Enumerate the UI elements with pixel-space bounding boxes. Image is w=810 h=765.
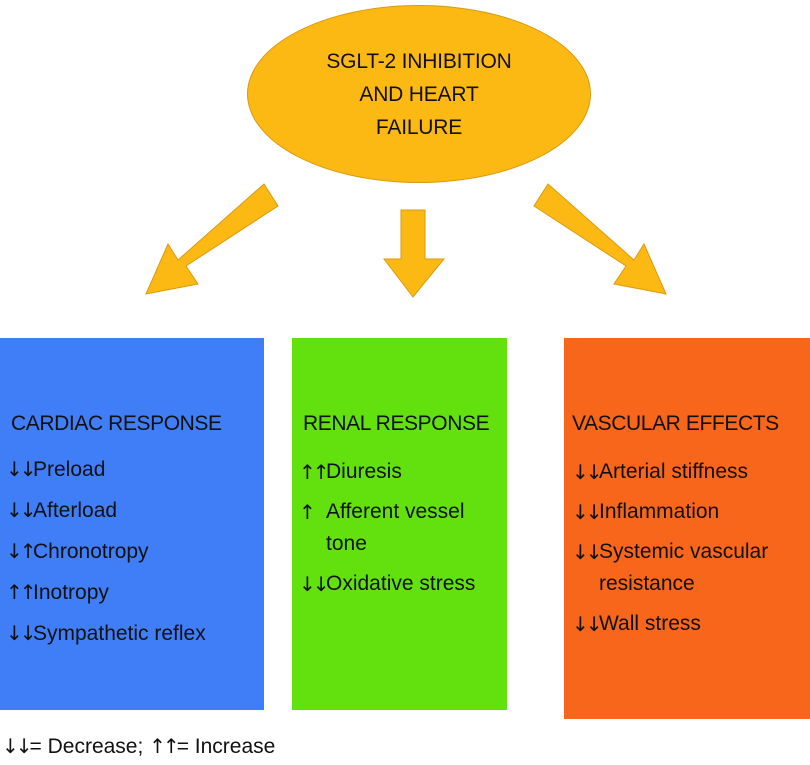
effect-symbol: ↓↓ <box>299 572 330 596</box>
effect-text: Oxidative stress <box>326 572 476 595</box>
effect-text: Sympathetic reflex <box>33 622 206 645</box>
effect-text: Inotropy <box>33 581 109 604</box>
effect-symbol: ↓↑ <box>6 539 37 563</box>
effect-symbol: ↓↓ <box>572 540 603 564</box>
effect-symbol: ↓↓ <box>572 612 603 636</box>
effect-symbol: ↑↑ <box>6 580 37 604</box>
decrease-label: = Decrease; <box>29 735 144 758</box>
effect-symbol: ↓↓ <box>572 460 603 484</box>
renal-response-title: RENAL RESPONSE <box>303 412 490 435</box>
list-item: ↓↓ Inflammation <box>572 496 808 528</box>
list-item: ↓↓ Oxidative stress <box>299 568 504 600</box>
vascular-effects-box: VASCULAR EFFECTS ↓↓ Arterial stiffness ↓… <box>564 338 810 719</box>
effect-text: Wall stress <box>599 612 701 635</box>
increase-symbol: ↑↑ <box>149 734 179 758</box>
legend: ↓↓= Decrease; ↑↑= Increase <box>2 734 275 759</box>
effect-text: Systemic vascular resistance <box>599 540 769 595</box>
decrease-symbol: ↓↓ <box>2 734 32 758</box>
renal-response-list: ↑↑ Diuresis ↑ Afferent vessel tone ↓↓ Ox… <box>299 456 504 608</box>
effect-symbol: ↑ <box>299 500 316 524</box>
effect-symbol: ↓↓ <box>6 621 37 645</box>
arrow-down-left-icon <box>145 183 279 295</box>
effect-symbol: ↑↑ <box>299 460 330 484</box>
list-item: ↓↓ Afterload <box>6 497 206 524</box>
effect-text: Inflammation <box>599 500 720 523</box>
header-ellipse: SGLT-2 INHIBITION AND HEART FAILURE <box>247 5 591 183</box>
effect-text: Chronotropy <box>33 540 149 563</box>
list-item: ↓↓ Arterial stiffness <box>572 456 808 488</box>
effect-text: Diuresis <box>326 460 402 483</box>
cardiac-response-box: CARDIAC RESPONSE ↓↓ Preload ↓↓ Afterload… <box>0 338 264 710</box>
list-item: ↑↑ Inotropy <box>6 579 206 606</box>
list-item: ↓↑ Chronotropy <box>6 538 206 565</box>
increase-label: = Increase <box>176 735 276 758</box>
cardiac-response-title: CARDIAC RESPONSE <box>11 412 222 435</box>
list-item: ↑↑ Diuresis <box>299 456 504 488</box>
effect-text: Arterial stiffness <box>599 460 748 483</box>
effect-symbol: ↓↓ <box>6 498 37 522</box>
effect-symbol: ↓↓ <box>572 500 603 524</box>
effect-text: Afferent vessel tone <box>326 500 465 555</box>
arrow-down-icon <box>382 209 446 298</box>
cardiac-response-list: ↓↓ Preload ↓↓ Afterload ↓↑ Chronotropy ↑… <box>6 456 206 661</box>
effect-symbol: ↓↓ <box>6 457 37 481</box>
effect-text: Preload <box>33 458 106 481</box>
list-item: ↓↓ Wall stress <box>572 608 808 640</box>
vascular-effects-title: VASCULAR EFFECTS <box>572 412 779 435</box>
list-item: ↑ Afferent vessel tone <box>299 496 504 560</box>
diagram-title: SGLT-2 INHIBITION AND HEART FAILURE <box>326 49 512 139</box>
list-item: ↓↓ Preload <box>6 456 206 483</box>
vascular-effects-list: ↓↓ Arterial stiffness ↓↓ Inflammation ↓↓… <box>572 456 808 648</box>
list-item: ↓↓ Sympathetic reflex <box>6 620 206 647</box>
list-item: ↓↓ Systemic vascular resistance <box>572 536 808 600</box>
renal-response-box: RENAL RESPONSE ↑↑ Diuresis ↑ Afferent ve… <box>292 338 507 710</box>
effect-text: Afterload <box>33 499 118 522</box>
arrow-down-right-icon <box>533 183 667 295</box>
